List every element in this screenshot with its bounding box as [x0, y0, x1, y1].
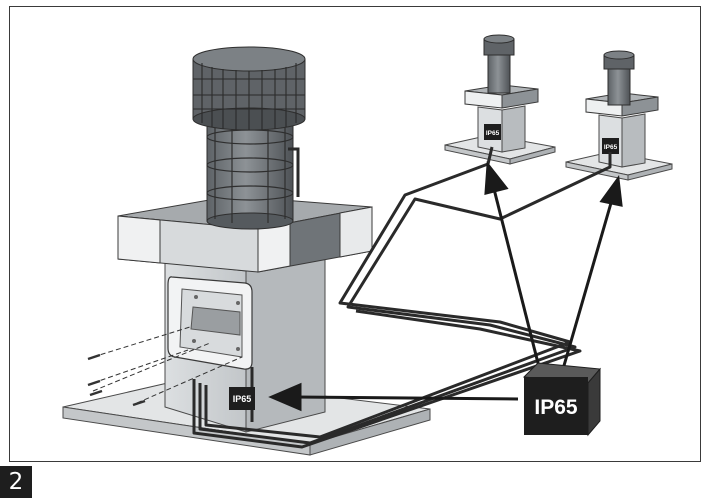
ip65-label-large: IP65 [534, 396, 578, 419]
ip65-box-large: IP65 [522, 362, 602, 437]
remote-unit-left: IP65 [444, 34, 556, 165]
mounting-screws [87, 326, 243, 407]
arrows [268, 161, 623, 412]
fan-column [206, 116, 294, 222]
ip65-label-left: IP65 [486, 130, 500, 137]
illustration-frame: IP65 IP65 IP65 IP6 [9, 6, 701, 462]
arrow-head-left [484, 161, 509, 195]
ip65-label-main-unit: IP65 [233, 394, 252, 404]
ip65-box-main-unit [229, 387, 255, 410]
ip65-box-right [602, 138, 619, 154]
remote-unit-right: IP65 [565, 50, 673, 181]
ip65-label-right: IP65 [604, 144, 618, 151]
step-number-badge: 2 [0, 466, 32, 498]
installation-diagram: IP65 IP65 IP65 IP6 [62, 34, 673, 456]
pillar-cover-panel [167, 276, 253, 370]
arrow-head-main [268, 382, 302, 412]
arrow-head-right [599, 175, 623, 207]
fan-grille [192, 46, 306, 131]
ip65-box-left [484, 124, 501, 140]
main-fan-unit [62, 46, 431, 456]
